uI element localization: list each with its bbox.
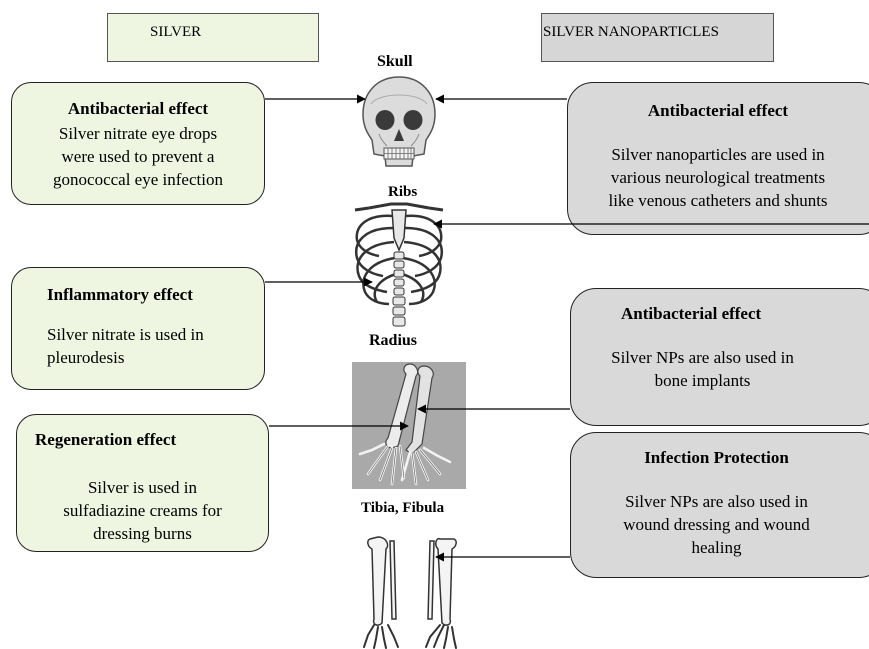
connector-arrows xyxy=(0,0,869,649)
figure: SILVER SILVER NANOPARTICLES Antibacteria… xyxy=(0,0,869,649)
